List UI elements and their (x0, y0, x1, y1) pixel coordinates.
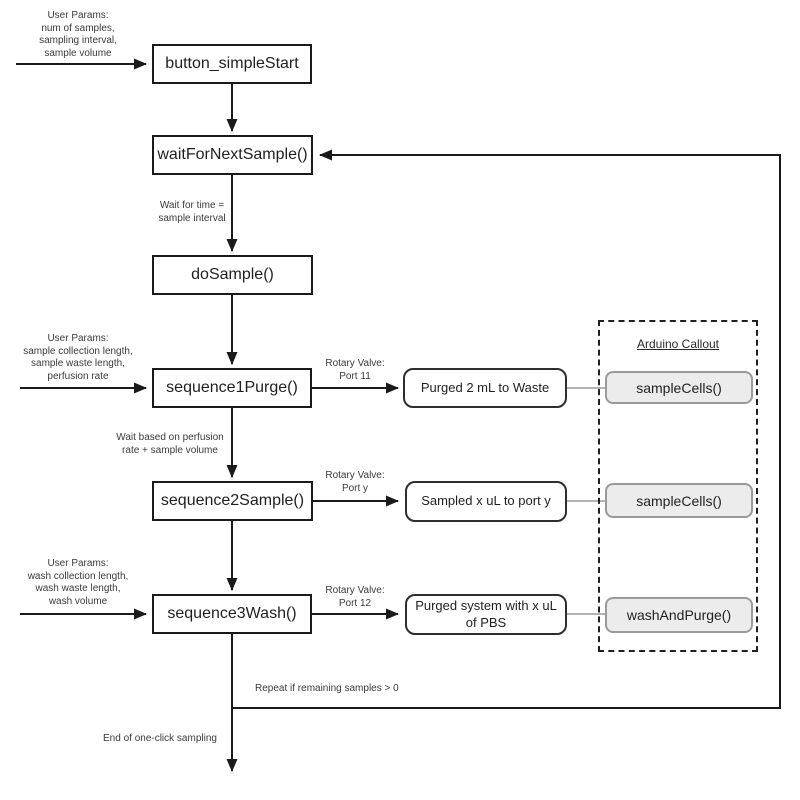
node-sequence3-wash: sequence3Wash() (152, 594, 312, 634)
node-wash-and-purge: washAndPurge() (605, 597, 753, 633)
node-sample-cells-1: sampleCells() (605, 371, 753, 404)
edge-repeat-loop (232, 149, 781, 709)
label-repeat-condition: Repeat if remaining samples > 0 (255, 683, 399, 694)
label-rotary-valve-port11: Rotary Valve: Port 11 (325, 358, 385, 382)
label-user-params-wash: User Params: wash collection length, was… (27, 558, 129, 607)
node-wait-for-next-sample: waitForNextSample() (152, 135, 313, 175)
label-wait-time: Wait for time = sample interval (158, 200, 226, 224)
node-purged-to-waste: Purged 2 mL to Waste (403, 368, 567, 408)
label-rotary-valve-port12: Rotary Valve: Port 12 (325, 585, 385, 609)
node-sampled-to-port: Sampled x uL to port y (405, 481, 567, 522)
label-user-params-sample: User Params: sample collection length, s… (23, 333, 133, 382)
node-sample-cells-2: sampleCells() (605, 483, 753, 518)
node-purged-system-pbs: Purged system with x uL of PBS (405, 594, 567, 635)
arduino-callout-frame (598, 320, 758, 652)
node-do-sample: doSample() (152, 255, 313, 295)
label-end-sampling: End of one-click sampling (103, 733, 217, 744)
label-wait-perfusion: Wait based on perfusion rate + sample vo… (116, 432, 224, 456)
label-rotary-valve-port-y: Rotary Valve: Port y (325, 470, 385, 494)
node-sequence1-purge: sequence1Purge() (152, 368, 312, 408)
arduino-callout-title: Arduino Callout (636, 337, 720, 351)
node-sequence2-sample: sequence2Sample() (152, 481, 313, 521)
node-button-simple-start: button_simpleStart (152, 44, 312, 84)
label-user-params-start: User Params: num of samples, sampling in… (39, 10, 117, 59)
